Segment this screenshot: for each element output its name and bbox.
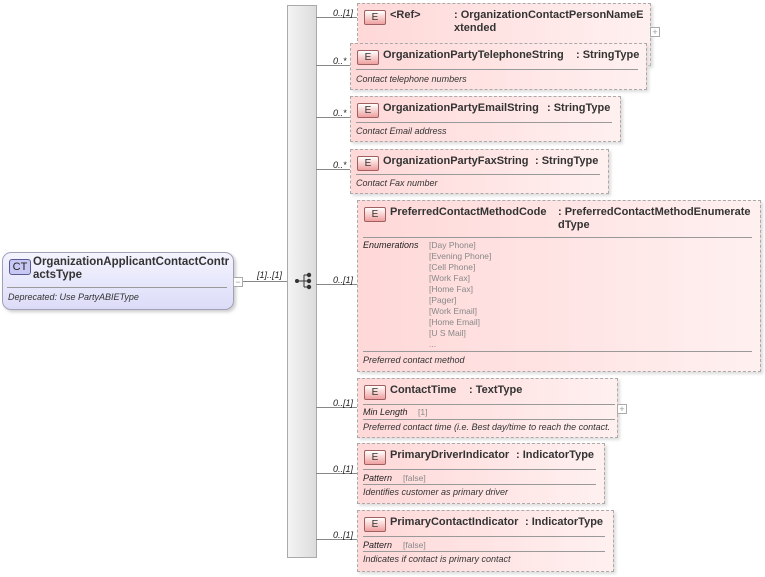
element-type: : StringType [576,49,640,61]
cardinality: 0..* [333,160,347,170]
enum-value: [Work Fax] [429,273,470,283]
element-badge: E [364,10,386,25]
cardinality: [1]..[1] [257,270,283,280]
divider [363,469,596,470]
enum-value: [U S Mail] [429,328,466,338]
divider [363,351,752,352]
enum-value: [Evening Phone] [429,251,492,261]
element-box[interactable]: E ContactTime : TextType Min Length [1] … [357,378,618,438]
element-box[interactable]: E OrganizationPartyEmailString : StringT… [350,96,621,142]
element-type: : StringType [535,155,599,167]
element-box[interactable]: E OrganizationPartyFaxString : StringTyp… [350,149,609,194]
element-type: : TextType [469,384,523,396]
cardinality: 0..[1] [333,8,354,18]
connector [316,169,350,170]
element-box[interactable]: E PreferredContactMethodCode : Preferred… [357,200,761,372]
ct-badge: CT [9,259,31,275]
facet-label: Enumerations [363,240,419,250]
plus-icon[interactable]: + [617,404,627,414]
connector [316,539,357,540]
type-name: OrganizationApplicantContactContractsTyp… [33,256,230,281]
facet-label: Pattern [363,540,393,550]
element-name: OrganizationPartyEmailString [383,102,539,114]
element-type: : PreferredContactMethodEnumeratedType [558,206,751,231]
element-name: ContactTime [390,384,457,396]
type-description: Deprecated: Use PartyABIEType [8,292,139,302]
element-badge: E [364,385,386,400]
cardinality: 0..[1] [333,275,354,285]
facet-value: [1] [418,407,428,417]
element-description: Identifies customer as primary driver [363,487,509,497]
element-badge: E [357,103,379,118]
cardinality: 0..[1] [333,398,354,408]
element-description: Preferred contact time (i.e. Best day/ti… [363,422,611,432]
cardinality: 0..* [333,108,347,118]
connector [316,117,350,118]
element-badge: E [364,517,386,532]
cardinality: 0..[1] [333,464,354,474]
connector [316,473,357,474]
sequence-icon [295,272,312,290]
element-name: PreferredContactMethodCode [390,206,547,218]
divider [7,287,227,288]
element-name: PrimaryDriverIndicator [390,449,510,461]
element-description: Contact telephone numbers [356,74,467,84]
element-name: <Ref> [390,9,421,21]
divider [363,551,605,552]
element-badge: E [357,50,379,65]
connector [316,284,357,285]
element-description: Indicates if contact is primary contact [363,554,511,564]
enum-value: [Work Email] [429,306,478,316]
divider [356,122,612,123]
element-name: OrganizationPartyFaxString [383,155,529,167]
element-type: : OrganizationContactPersonNameExtended [454,9,644,34]
enum-value: [Pager] [429,295,457,305]
element-badge: E [364,207,386,222]
element-box[interactable]: E PrimaryContactIndicator : IndicatorTyp… [357,510,614,572]
facet-label: Min Length [363,407,408,417]
cardinality: 0..* [333,56,347,66]
divider [356,174,600,175]
enum-value: [Day Phone] [429,240,476,250]
element-badge: E [364,450,386,465]
enum-value: ... [429,339,437,349]
element-badge: E [357,156,379,171]
plus-icon[interactable]: + [650,27,660,37]
divider [363,404,615,405]
element-box[interactable]: E OrganizationPartyTelephoneString : Str… [350,43,647,90]
element-name: PrimaryContactIndicator [390,516,519,528]
connector [316,17,357,18]
complex-type-box[interactable]: CT OrganizationApplicantContactContracts… [2,252,234,310]
element-type: : StringType [547,102,611,114]
connector [316,407,357,408]
facet-value: [false] [403,473,426,483]
divider [363,536,605,537]
enum-value: [Cell Phone] [429,262,476,272]
element-description: Preferred contact method [363,355,465,365]
element-description: Contact Fax number [356,178,438,188]
facet-label: Pattern [363,473,393,483]
element-type: : IndicatorType [525,516,604,528]
connector [316,65,350,66]
minus-icon[interactable]: − [233,277,243,287]
enum-value: [Home Fax] [429,284,473,294]
divider [363,419,615,420]
connector [243,281,287,282]
facet-value: [false] [403,540,426,550]
element-box[interactable]: E PrimaryDriverIndicator : IndicatorType… [357,443,605,504]
element-name: OrganizationPartyTelephoneString [383,49,564,61]
enum-value: [Home Email] [429,317,481,327]
divider [363,484,596,485]
divider [363,237,752,238]
enumeration-list: [Day Phone] [Evening Phone] [Cell Phone]… [429,240,491,350]
element-type: : IndicatorType [516,449,595,461]
cardinality: 0..[1] [333,530,354,540]
element-description: Contact Email address [356,126,447,136]
divider [356,69,638,70]
